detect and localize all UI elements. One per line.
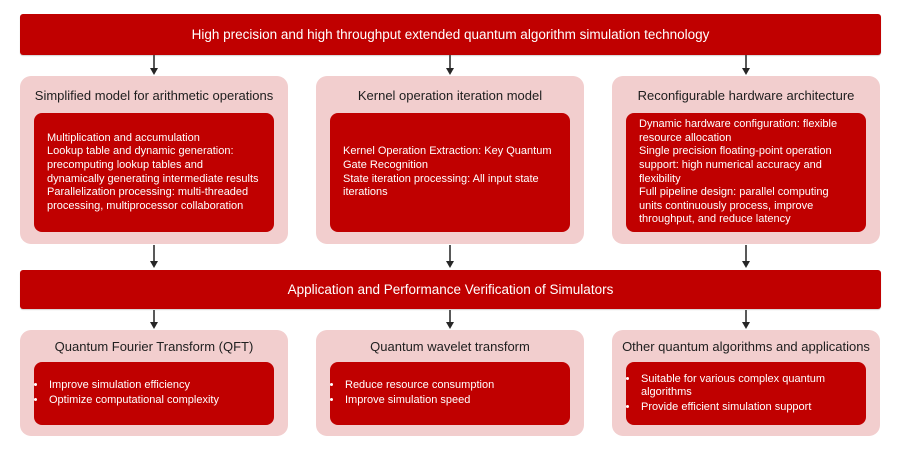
arrow-shaft (449, 55, 451, 68)
card-title: Quantum wavelet transform (370, 339, 530, 354)
arrow-head (446, 261, 454, 268)
down-arrow-icon (149, 55, 159, 75)
top-banner: High precision and high throughput exten… (20, 14, 881, 55)
down-arrow-icon (445, 245, 455, 268)
arrow-shaft (449, 310, 451, 322)
card-body-lines: Kernel Operation Extraction: Key Quantum… (330, 145, 570, 200)
card-reconfigurable-hardware: Reconfigurable hardware architecture Dyn… (612, 76, 880, 244)
body-line: Parallelization processing: multi-thread… (47, 186, 249, 212)
card-other-algorithms: Other quantum algorithms and application… (612, 330, 880, 436)
card-simplified-model: Simplified model for arithmetic operatio… (20, 76, 288, 244)
card-body-lines: Dynamic hardware configuration: flexible… (626, 118, 866, 227)
card-body: Kernel Operation Extraction: Key Quantum… (330, 113, 570, 232)
bullet-item: Suitable for various complex quantum alg… (639, 373, 853, 400)
arrow-shaft (153, 310, 155, 322)
card-body: Suitable for various complex quantum alg… (626, 362, 866, 425)
down-arrow-icon (445, 310, 455, 329)
mid-banner-label: Application and Performance Verification… (287, 282, 614, 297)
body-line: Single precision floating-point operatio… (639, 145, 832, 185)
body-line: State iteration processing: All input st… (343, 172, 539, 199)
arrow-head (742, 261, 750, 268)
arrow-shaft (153, 245, 155, 261)
body-line: Lookup table and dynamic generation: pre… (47, 145, 259, 185)
arrow-head (446, 322, 454, 329)
card-body: Dynamic hardware configuration: flexible… (626, 113, 866, 232)
body-line: Full pipeline design: parallel computing… (639, 186, 829, 226)
body-line: Dynamic hardware configuration: flexible… (639, 118, 838, 144)
card-title: Quantum Fourier Transform (QFT) (54, 339, 254, 354)
bullet-item: Optimize computational complexity (47, 394, 261, 408)
arrow-head (446, 68, 454, 75)
bullet-item: Improve simulation speed (343, 394, 557, 408)
mid-banner: Application and Performance Verification… (20, 270, 881, 309)
arrow-shaft (745, 245, 747, 261)
arrow-shaft (449, 245, 451, 261)
bullet-item: Improve simulation efficiency (47, 379, 261, 393)
card-title: Reconfigurable hardware architecture (637, 88, 855, 103)
arrow-head (742, 322, 750, 329)
card-qft: Quantum Fourier Transform (QFT) Improve … (20, 330, 288, 436)
card-bullet-list: Improve simulation efficiencyOptimize co… (34, 378, 274, 408)
body-line: Kernel Operation Extraction: Key Quantum… (343, 145, 552, 171)
down-arrow-icon (741, 245, 751, 268)
card-title: Simplified model for arithmetic operatio… (34, 88, 274, 103)
arrow-head (150, 68, 158, 75)
arrow-shaft (745, 55, 747, 68)
card-title: Other quantum algorithms and application… (622, 339, 870, 354)
card-bullet-list: Suitable for various complex quantum alg… (626, 372, 866, 416)
down-arrow-icon (445, 55, 455, 75)
bullet-item: Provide efficient simulation support (639, 401, 853, 415)
card-body: Improve simulation efficiencyOptimize co… (34, 362, 274, 425)
down-arrow-icon (741, 55, 751, 75)
card-body: Reduce resource consumptionImprove simul… (330, 362, 570, 425)
arrow-shaft (153, 55, 155, 68)
arrow-head (150, 322, 158, 329)
card-title: Kernel operation iteration model (357, 88, 543, 103)
down-arrow-icon (149, 245, 159, 268)
arrow-head (742, 68, 750, 75)
down-arrow-icon (741, 310, 751, 329)
bullet-item: Reduce resource consumption (343, 379, 557, 393)
arrow-head (150, 261, 158, 268)
down-arrow-icon (149, 310, 159, 329)
card-quantum-wavelet: Quantum wavelet transform Reduce resourc… (316, 330, 584, 436)
card-bullet-list: Reduce resource consumptionImprove simul… (330, 378, 570, 408)
arrow-shaft (745, 310, 747, 322)
top-banner-label: High precision and high throughput exten… (191, 27, 710, 42)
card-kernel-iteration-model: Kernel operation iteration model Kernel … (316, 76, 584, 244)
body-line: Multiplication and accumulation (47, 131, 200, 144)
